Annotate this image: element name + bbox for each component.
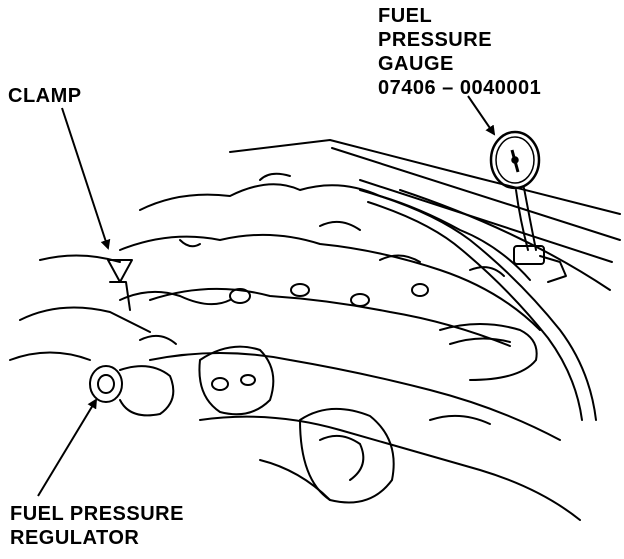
engine-lower-contour bbox=[149, 352, 561, 441]
regulator-label-line-2: REGULATOR bbox=[10, 527, 140, 549]
gauge-leader-arrow bbox=[467, 95, 496, 136]
fender-line-upper bbox=[331, 147, 621, 241]
engine-mid-contour bbox=[149, 287, 511, 347]
intake-manifold bbox=[139, 183, 531, 281]
engine-top-contour bbox=[119, 233, 541, 331]
gauge-fitting bbox=[513, 245, 545, 265]
engine-bottom-contour bbox=[199, 415, 581, 521]
gauge-label-line-1: FUEL bbox=[378, 5, 433, 27]
inner-fender-line bbox=[399, 189, 611, 291]
detail-stroke-4 bbox=[379, 254, 421, 263]
throttle-bolt-2 bbox=[240, 374, 256, 386]
detail-stroke-3 bbox=[319, 220, 361, 231]
regulator-inner bbox=[97, 374, 115, 394]
fuel-pressure-gauge-label: FUEL PRESSURE GAUGE 07406 – 0040001 bbox=[378, 4, 541, 100]
detail-stroke-7 bbox=[469, 266, 505, 277]
fuel-hose-inner bbox=[367, 201, 583, 421]
air-duct bbox=[439, 323, 538, 381]
gauge-part-number: 07406 – 0040001 bbox=[378, 77, 542, 99]
regulator-mount bbox=[119, 365, 175, 417]
manifold-bolt-1 bbox=[229, 288, 251, 304]
alternator-ring bbox=[319, 434, 365, 481]
throttle-bolt-1 bbox=[211, 377, 229, 391]
fuel-hose bbox=[359, 189, 597, 421]
clamp-label: CLAMP bbox=[8, 84, 82, 108]
gauge-face bbox=[489, 130, 541, 190]
alternator bbox=[299, 407, 395, 504]
left-body-lower bbox=[19, 306, 151, 333]
regulator-leader-arrow bbox=[37, 398, 98, 497]
clamp-shape bbox=[107, 259, 133, 283]
gauge-fitting-nut bbox=[539, 255, 567, 283]
throttle-body bbox=[198, 345, 275, 416]
fuel-pressure-regulator-label: FUEL PRESSURE REGULATOR bbox=[10, 502, 184, 550]
manifold-bolt-4 bbox=[411, 283, 429, 297]
detail-stroke-5 bbox=[139, 334, 177, 345]
clamp-line bbox=[109, 281, 131, 311]
hood-edge-line bbox=[229, 139, 621, 215]
detail-stroke-6 bbox=[429, 414, 491, 425]
gauge-hose bbox=[515, 189, 529, 251]
gauge-label-line-3: GAUGE bbox=[378, 53, 454, 75]
manifold-bolt-2 bbox=[290, 283, 310, 297]
clamp-leader-arrow bbox=[61, 107, 111, 250]
gauge-hose-2 bbox=[523, 187, 537, 251]
regulator-label-line-1: FUEL PRESSURE bbox=[10, 503, 184, 525]
regulator-body bbox=[89, 365, 123, 403]
lower-hose bbox=[259, 459, 331, 501]
air-duct-inner bbox=[449, 337, 511, 345]
left-panel bbox=[9, 351, 91, 361]
gauge-pivot bbox=[511, 156, 519, 164]
gauge-label-line-2: PRESSURE bbox=[378, 29, 493, 51]
manifold-bolt-3 bbox=[350, 293, 370, 307]
detail-stroke-2 bbox=[179, 239, 201, 248]
fuel-pressure-gauge bbox=[489, 130, 541, 190]
gauge-bezel bbox=[495, 136, 535, 184]
detail-stroke-1 bbox=[259, 172, 291, 181]
fender-line-lower bbox=[359, 179, 613, 263]
vacuum-hose bbox=[119, 290, 231, 306]
clamp-label-text: CLAMP bbox=[8, 85, 82, 107]
